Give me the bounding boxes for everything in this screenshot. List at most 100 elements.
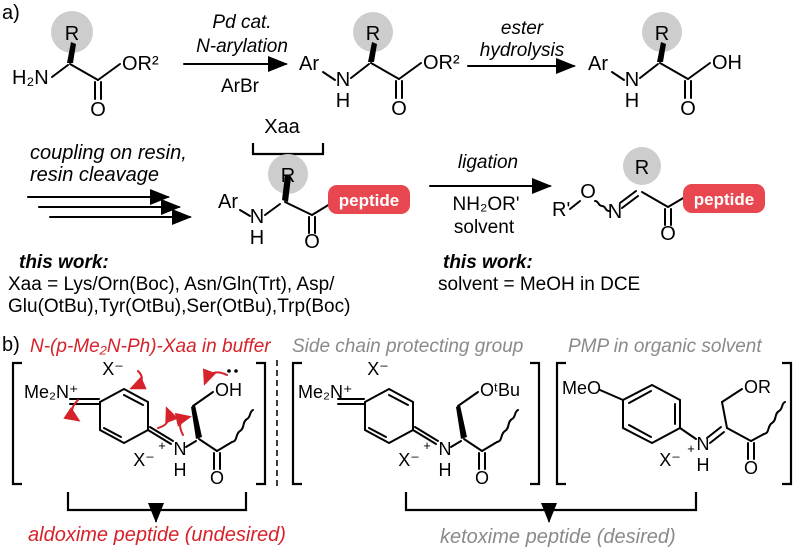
h-label: H — [250, 227, 264, 249]
acid-oh-label: OH — [712, 52, 742, 74]
bracket-left — [11, 361, 22, 486]
outcome-braces — [66, 492, 698, 523]
arrow-label: hydrolysis — [480, 40, 565, 61]
arrow-label: Pd cat. — [212, 12, 271, 33]
peptide-box — [683, 184, 765, 213]
this-work-title: this work: — [443, 252, 533, 273]
arrow-n-arylation: Pd cat. N-arylation ArBr — [183, 12, 288, 97]
structure-b1-aldoxime-pathway: Me₂N⁺ X⁻ N H + X⁻ OH O — [11, 359, 267, 488]
peptide-box — [328, 185, 410, 214]
r-group-label: R — [366, 23, 380, 45]
bonds — [322, 42, 422, 99]
carbonyl-o-label: O — [744, 458, 758, 478]
nh-label: H — [439, 460, 452, 480]
bonds — [569, 190, 686, 226]
nh-label: H — [697, 455, 710, 475]
xaa-scope-line2: Glu(OtBu),Tyr(OtBu),Ser(OtBu),Trp(Boc) — [8, 296, 351, 317]
amine-label: H₂N — [12, 67, 49, 89]
plus-charge: + — [158, 438, 166, 453]
header-pmp-solvent: PMP in organic solvent — [568, 336, 762, 357]
electron-pushing-arrows — [63, 368, 228, 436]
iminium-n-label: N — [697, 434, 710, 454]
oxime-o-label: O — [580, 181, 596, 203]
xaa-label: Xaa — [264, 116, 300, 138]
arrow-label: ArBr — [221, 76, 260, 97]
backbone-bonds — [450, 391, 519, 470]
quinoid-ring — [337, 387, 439, 445]
header-buffer-condition: N-(p-Me₂N-Ph)-Xaa in buffer — [30, 336, 271, 357]
structure-oxime-peptide: R R' O N O peptide — [552, 147, 765, 245]
arrow-ligation: ligation NH₂OR' solvent — [429, 152, 552, 238]
backbone-bonds — [185, 391, 254, 470]
n-label: N — [625, 69, 639, 91]
carbonyl-o-label: O — [90, 99, 106, 121]
r-prime-label: R' — [552, 199, 570, 221]
benzene-ring — [599, 383, 697, 445]
bracket-left — [291, 361, 302, 486]
section-b-label: b) — [2, 334, 20, 356]
backbone-bonds — [706, 388, 786, 460]
anilinium-n-label: N — [174, 439, 187, 459]
this-work-left: this work: Xaa = Lys/Orn(Boc), Asn/Gln(T… — [8, 252, 350, 318]
n-label: N — [336, 69, 350, 91]
or-label: OR — [744, 377, 771, 397]
oxime-n-label: N — [608, 201, 622, 223]
nh-label: H — [174, 460, 187, 480]
carbonyl-o-label: O — [210, 468, 224, 488]
n-label: N — [250, 206, 264, 228]
peptide-box-label: peptide — [694, 190, 754, 209]
carbonyl-o-label: O — [391, 98, 407, 120]
bonds — [611, 42, 711, 99]
r-group-label: R — [655, 23, 669, 45]
serine-oh-label: OH — [215, 380, 242, 400]
coupling-step-label: coupling on resin, resin cleavage — [30, 142, 187, 186]
arrow-label: solvent — [454, 217, 515, 238]
r-group-label: R — [65, 23, 79, 45]
caption-aldoxime: aldoxime peptide (undesired) — [28, 524, 286, 546]
bonds — [51, 42, 121, 100]
solvent-line: solvent = MeOH in DCE — [438, 274, 641, 295]
brace-right — [404, 492, 698, 512]
anilinium-n-label: N — [439, 439, 452, 459]
aryl-label: Ar — [588, 53, 608, 75]
bracket-right — [782, 361, 793, 486]
this-work-title: this work: — [19, 252, 109, 273]
ester-label: OR² — [122, 53, 159, 75]
counterion-label: X⁻ — [659, 450, 681, 470]
h-label: H — [336, 90, 350, 112]
carbonyl-o-label: O — [475, 468, 489, 488]
xaa-scope-line1: Xaa = Lys/Orn(Boc), Asn/Gln(Trt), Asp/ — [8, 274, 335, 295]
brace-left — [66, 492, 248, 512]
counterion-bottom-label: X⁻ — [398, 450, 420, 470]
carbonyl-o-label: O — [660, 223, 676, 245]
section-divider — [276, 360, 278, 486]
structure-aryl-xaa-peptide: Xaa R Ar N H O peptide — [218, 116, 410, 253]
plus-charge: + — [687, 441, 695, 456]
h-label: H — [625, 90, 639, 112]
methoxy-label: MeO — [562, 378, 601, 398]
bonds — [239, 175, 331, 234]
arrow-ester-hydrolysis: ester hydrolysis — [467, 18, 576, 74]
otbu-label: OᵗBu — [480, 380, 520, 400]
xaa-bracket — [251, 143, 325, 156]
structure-b3-pmp-iminium: MeO N H + X⁻ OR O — [555, 361, 793, 486]
aryl-label: Ar — [299, 53, 319, 75]
counterion-top-label: X⁻ — [367, 359, 389, 379]
dimethyliminium-label: Me₂N⁺ — [24, 382, 79, 402]
carbonyl-o-label: O — [680, 98, 696, 120]
lone-pair-dot — [234, 369, 238, 373]
bracket-right — [256, 361, 267, 486]
section-a-label: a) — [2, 2, 20, 24]
triple-reaction-arrows — [27, 189, 192, 225]
structure-amino-ester: R H₂N O OR² — [12, 11, 159, 121]
this-work-right: this work: solvent = MeOH in DCE — [438, 252, 640, 296]
peptide-box-label: peptide — [339, 191, 399, 210]
structure-b2-protected-side-chain: Me₂N⁺ X⁻ N H + X⁻ OᵗBu O — [291, 359, 541, 488]
arrow-label: NH₂OR' — [453, 194, 520, 215]
lone-pair-dot — [227, 369, 231, 373]
structure-aryl-amino-acid: R Ar N H O OH — [588, 12, 742, 120]
aryl-label: Ar — [218, 191, 238, 213]
quinoid-ring — [69, 387, 174, 445]
arrow-label: ligation — [458, 152, 518, 173]
